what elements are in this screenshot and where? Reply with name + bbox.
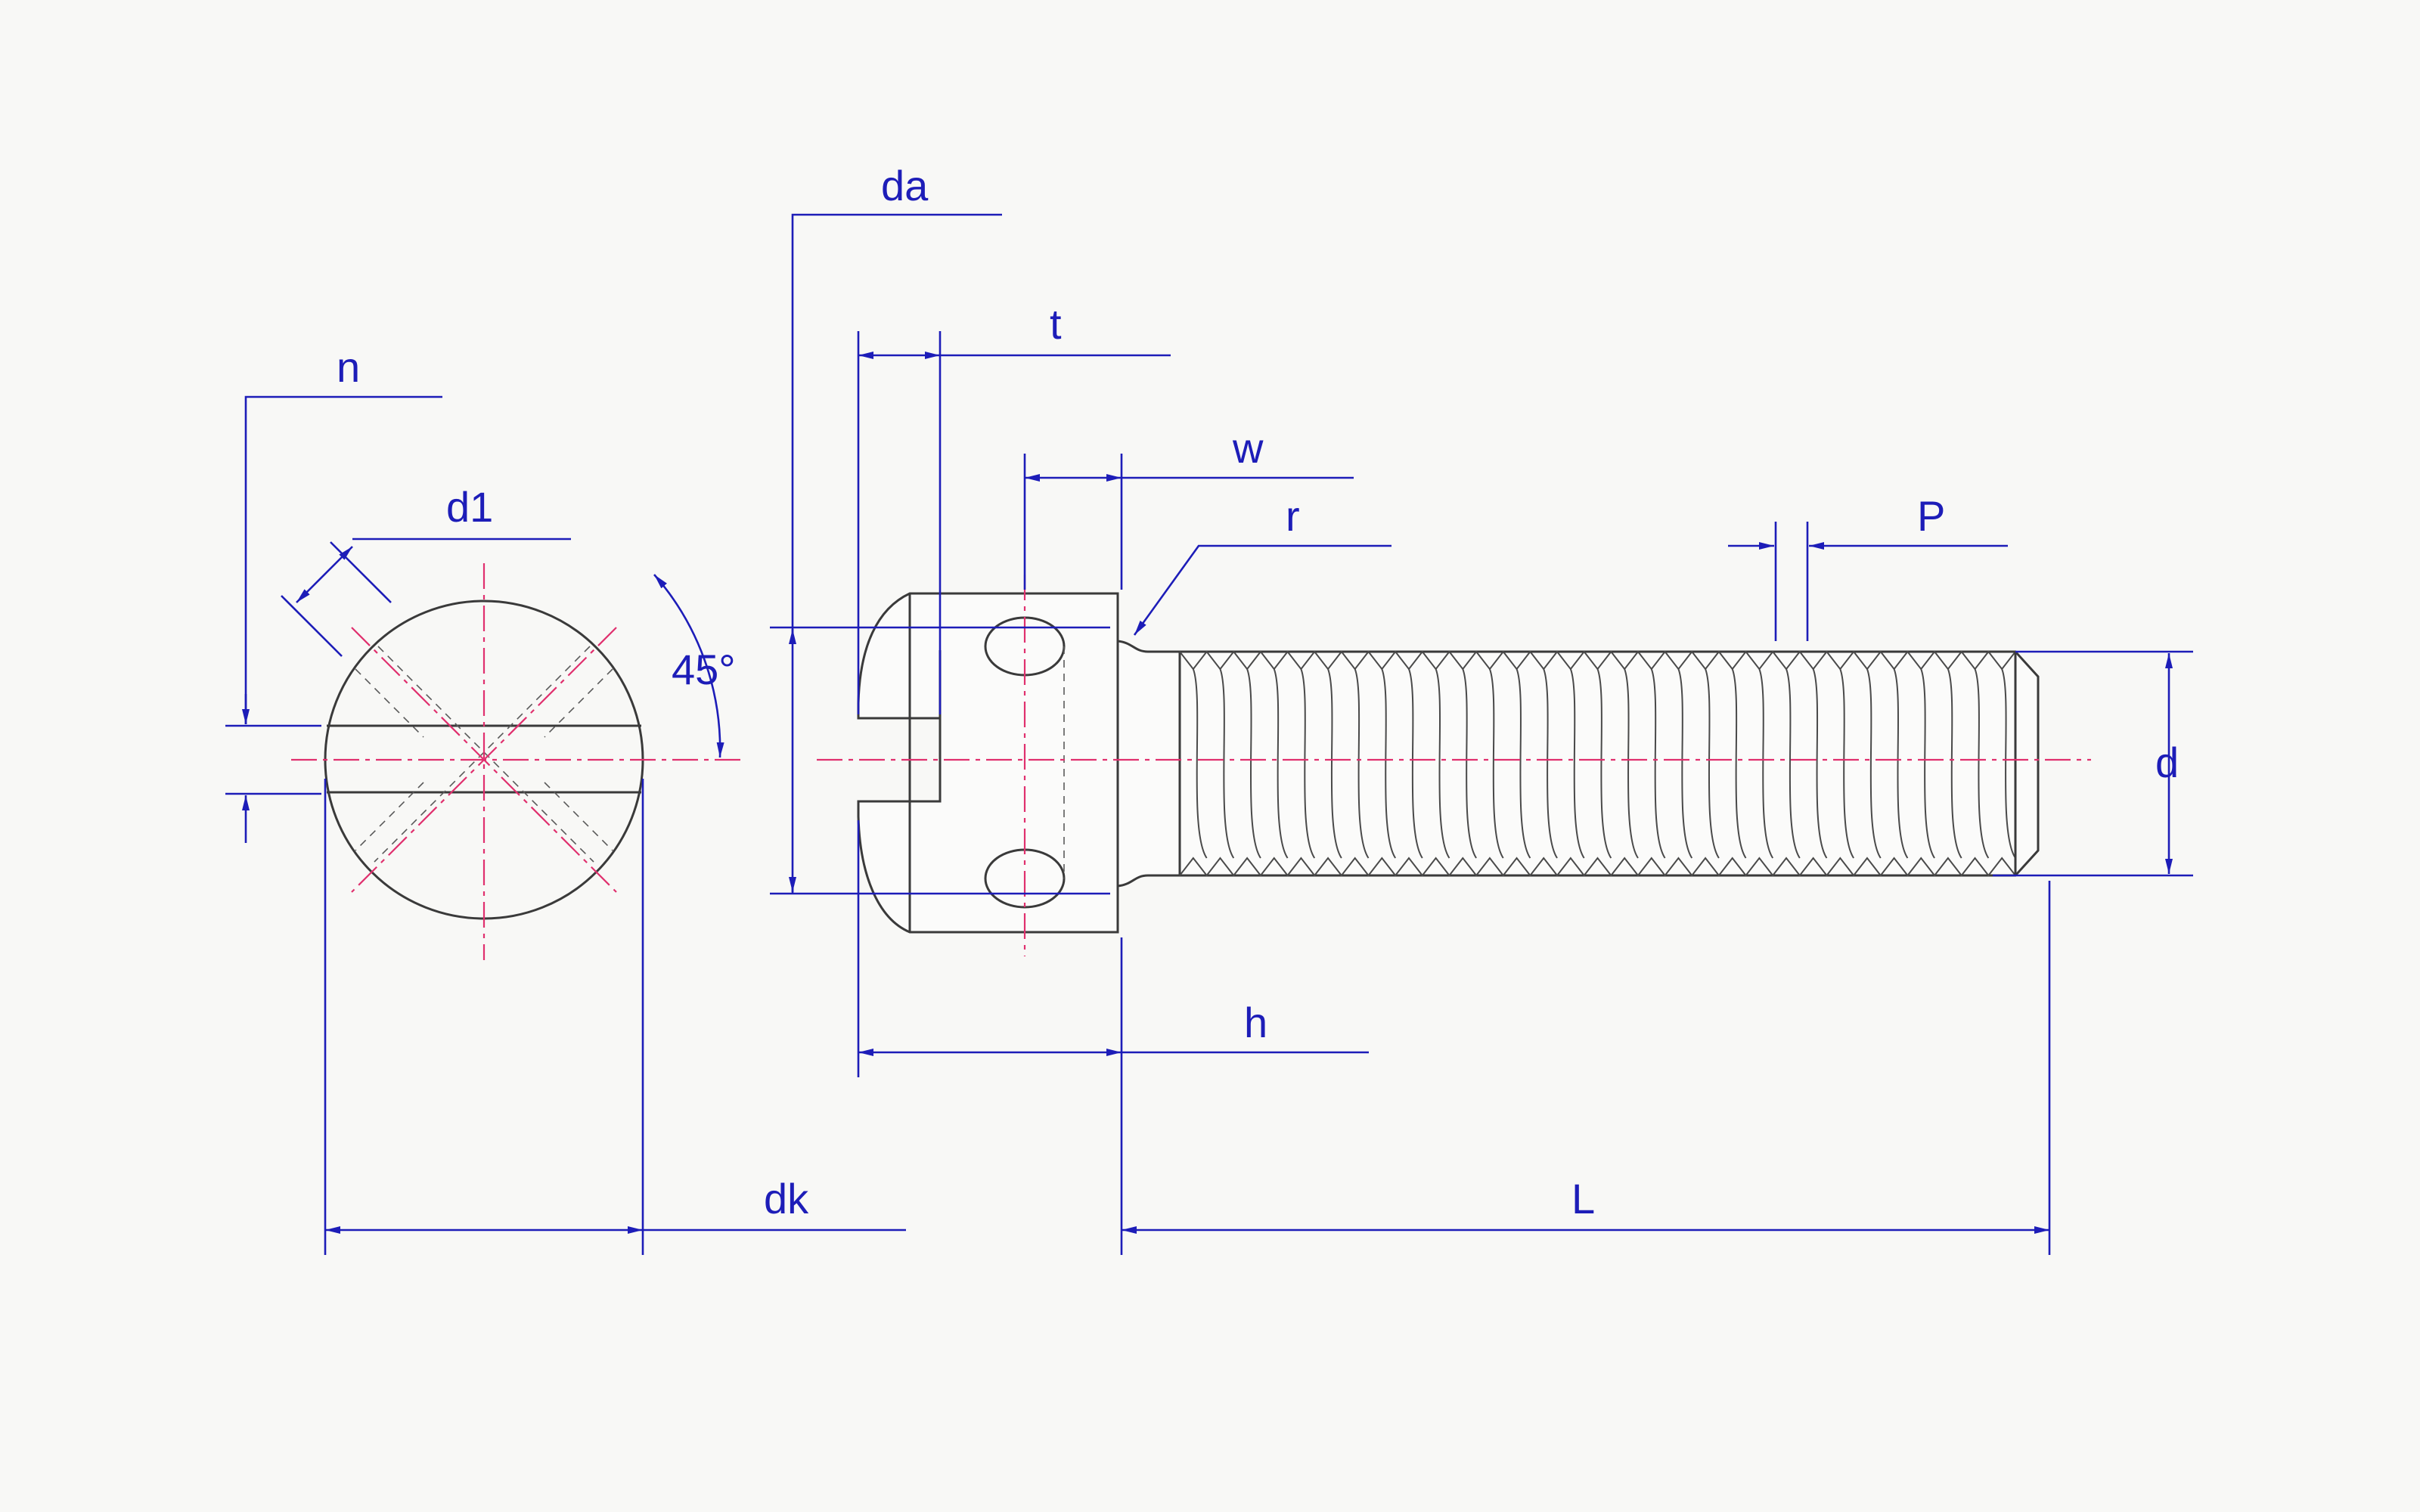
thread-line bbox=[1354, 668, 1370, 859]
thread-line bbox=[1677, 668, 1693, 859]
hidden-line bbox=[355, 782, 424, 851]
thread-line bbox=[1408, 668, 1423, 859]
thread-line bbox=[1974, 668, 1990, 859]
thread-line bbox=[1488, 668, 1504, 859]
thread-line bbox=[1947, 668, 1962, 859]
thread-line bbox=[2001, 668, 2016, 859]
thread-line bbox=[1650, 668, 1666, 859]
thread-line bbox=[1543, 668, 1558, 859]
dimension-da: da bbox=[770, 162, 1110, 895]
thread-line bbox=[1839, 668, 1854, 859]
dimension-dk: dk bbox=[324, 779, 906, 1255]
thread-crest-bottom bbox=[1179, 857, 2016, 877]
thread-line bbox=[1462, 668, 1477, 859]
end-view: n d1 45° dk bbox=[225, 343, 906, 1255]
thread-line bbox=[1786, 668, 1801, 859]
label-w: w bbox=[1232, 424, 1264, 472]
thread-line bbox=[1705, 668, 1720, 859]
dimension-P: P bbox=[1728, 492, 2008, 641]
hidden-line bbox=[374, 646, 591, 863]
label-n: n bbox=[337, 343, 360, 391]
hidden-line bbox=[544, 782, 613, 851]
dimension-d1: d1 bbox=[281, 483, 571, 657]
thread-line bbox=[1596, 668, 1612, 859]
label-t: t bbox=[1050, 300, 1062, 348]
thread-body bbox=[1178, 650, 2040, 877]
label-d: d bbox=[2155, 739, 2179, 786]
label-da: da bbox=[881, 162, 929, 209]
screw-head bbox=[857, 592, 1119, 934]
label-angle: 45° bbox=[672, 646, 736, 693]
thread-line bbox=[1300, 668, 1316, 859]
label-P: P bbox=[1917, 492, 1945, 540]
label-dk: dk bbox=[764, 1175, 809, 1222]
thread-line bbox=[1624, 668, 1639, 859]
thread-line bbox=[1866, 668, 1882, 859]
label-h: h bbox=[1244, 999, 1267, 1046]
dimension-w: w bbox=[1023, 424, 1354, 590]
end-view-diagonal-centerline bbox=[351, 627, 617, 893]
hidden-line bbox=[355, 668, 424, 738]
dimension-d: d bbox=[1993, 650, 2193, 877]
thread-line bbox=[1893, 668, 1909, 859]
hidden-line bbox=[377, 646, 594, 863]
dimension-n: n bbox=[225, 343, 442, 843]
side-view: da t w r P bbox=[770, 162, 2193, 1255]
thread-line bbox=[1758, 668, 1774, 859]
thread-line bbox=[1516, 668, 1531, 859]
hidden-line bbox=[544, 668, 613, 738]
dimension-angle: 45° bbox=[653, 574, 736, 758]
dimension-h: h bbox=[857, 820, 1369, 1077]
thread-line bbox=[1327, 668, 1342, 859]
thread-line bbox=[1381, 668, 1396, 859]
screw-neck bbox=[1116, 640, 1181, 888]
thread-line bbox=[1273, 668, 1289, 859]
thread-line bbox=[1246, 668, 1261, 859]
thread-line bbox=[1569, 668, 1585, 859]
thread-line bbox=[1731, 668, 1747, 859]
label-L: L bbox=[1571, 1175, 1595, 1222]
label-r: r bbox=[1286, 492, 1300, 540]
thread-line bbox=[1435, 668, 1450, 859]
thread-line bbox=[1920, 668, 1935, 859]
thread-line bbox=[1219, 668, 1235, 859]
thread-line bbox=[1812, 668, 1828, 859]
dimension-L: L bbox=[1120, 881, 2051, 1255]
dimension-r: r bbox=[1133, 492, 1392, 636]
thread-line bbox=[1192, 668, 1208, 859]
label-d1: d1 bbox=[446, 483, 493, 531]
dimension-t: t bbox=[857, 300, 1171, 714]
